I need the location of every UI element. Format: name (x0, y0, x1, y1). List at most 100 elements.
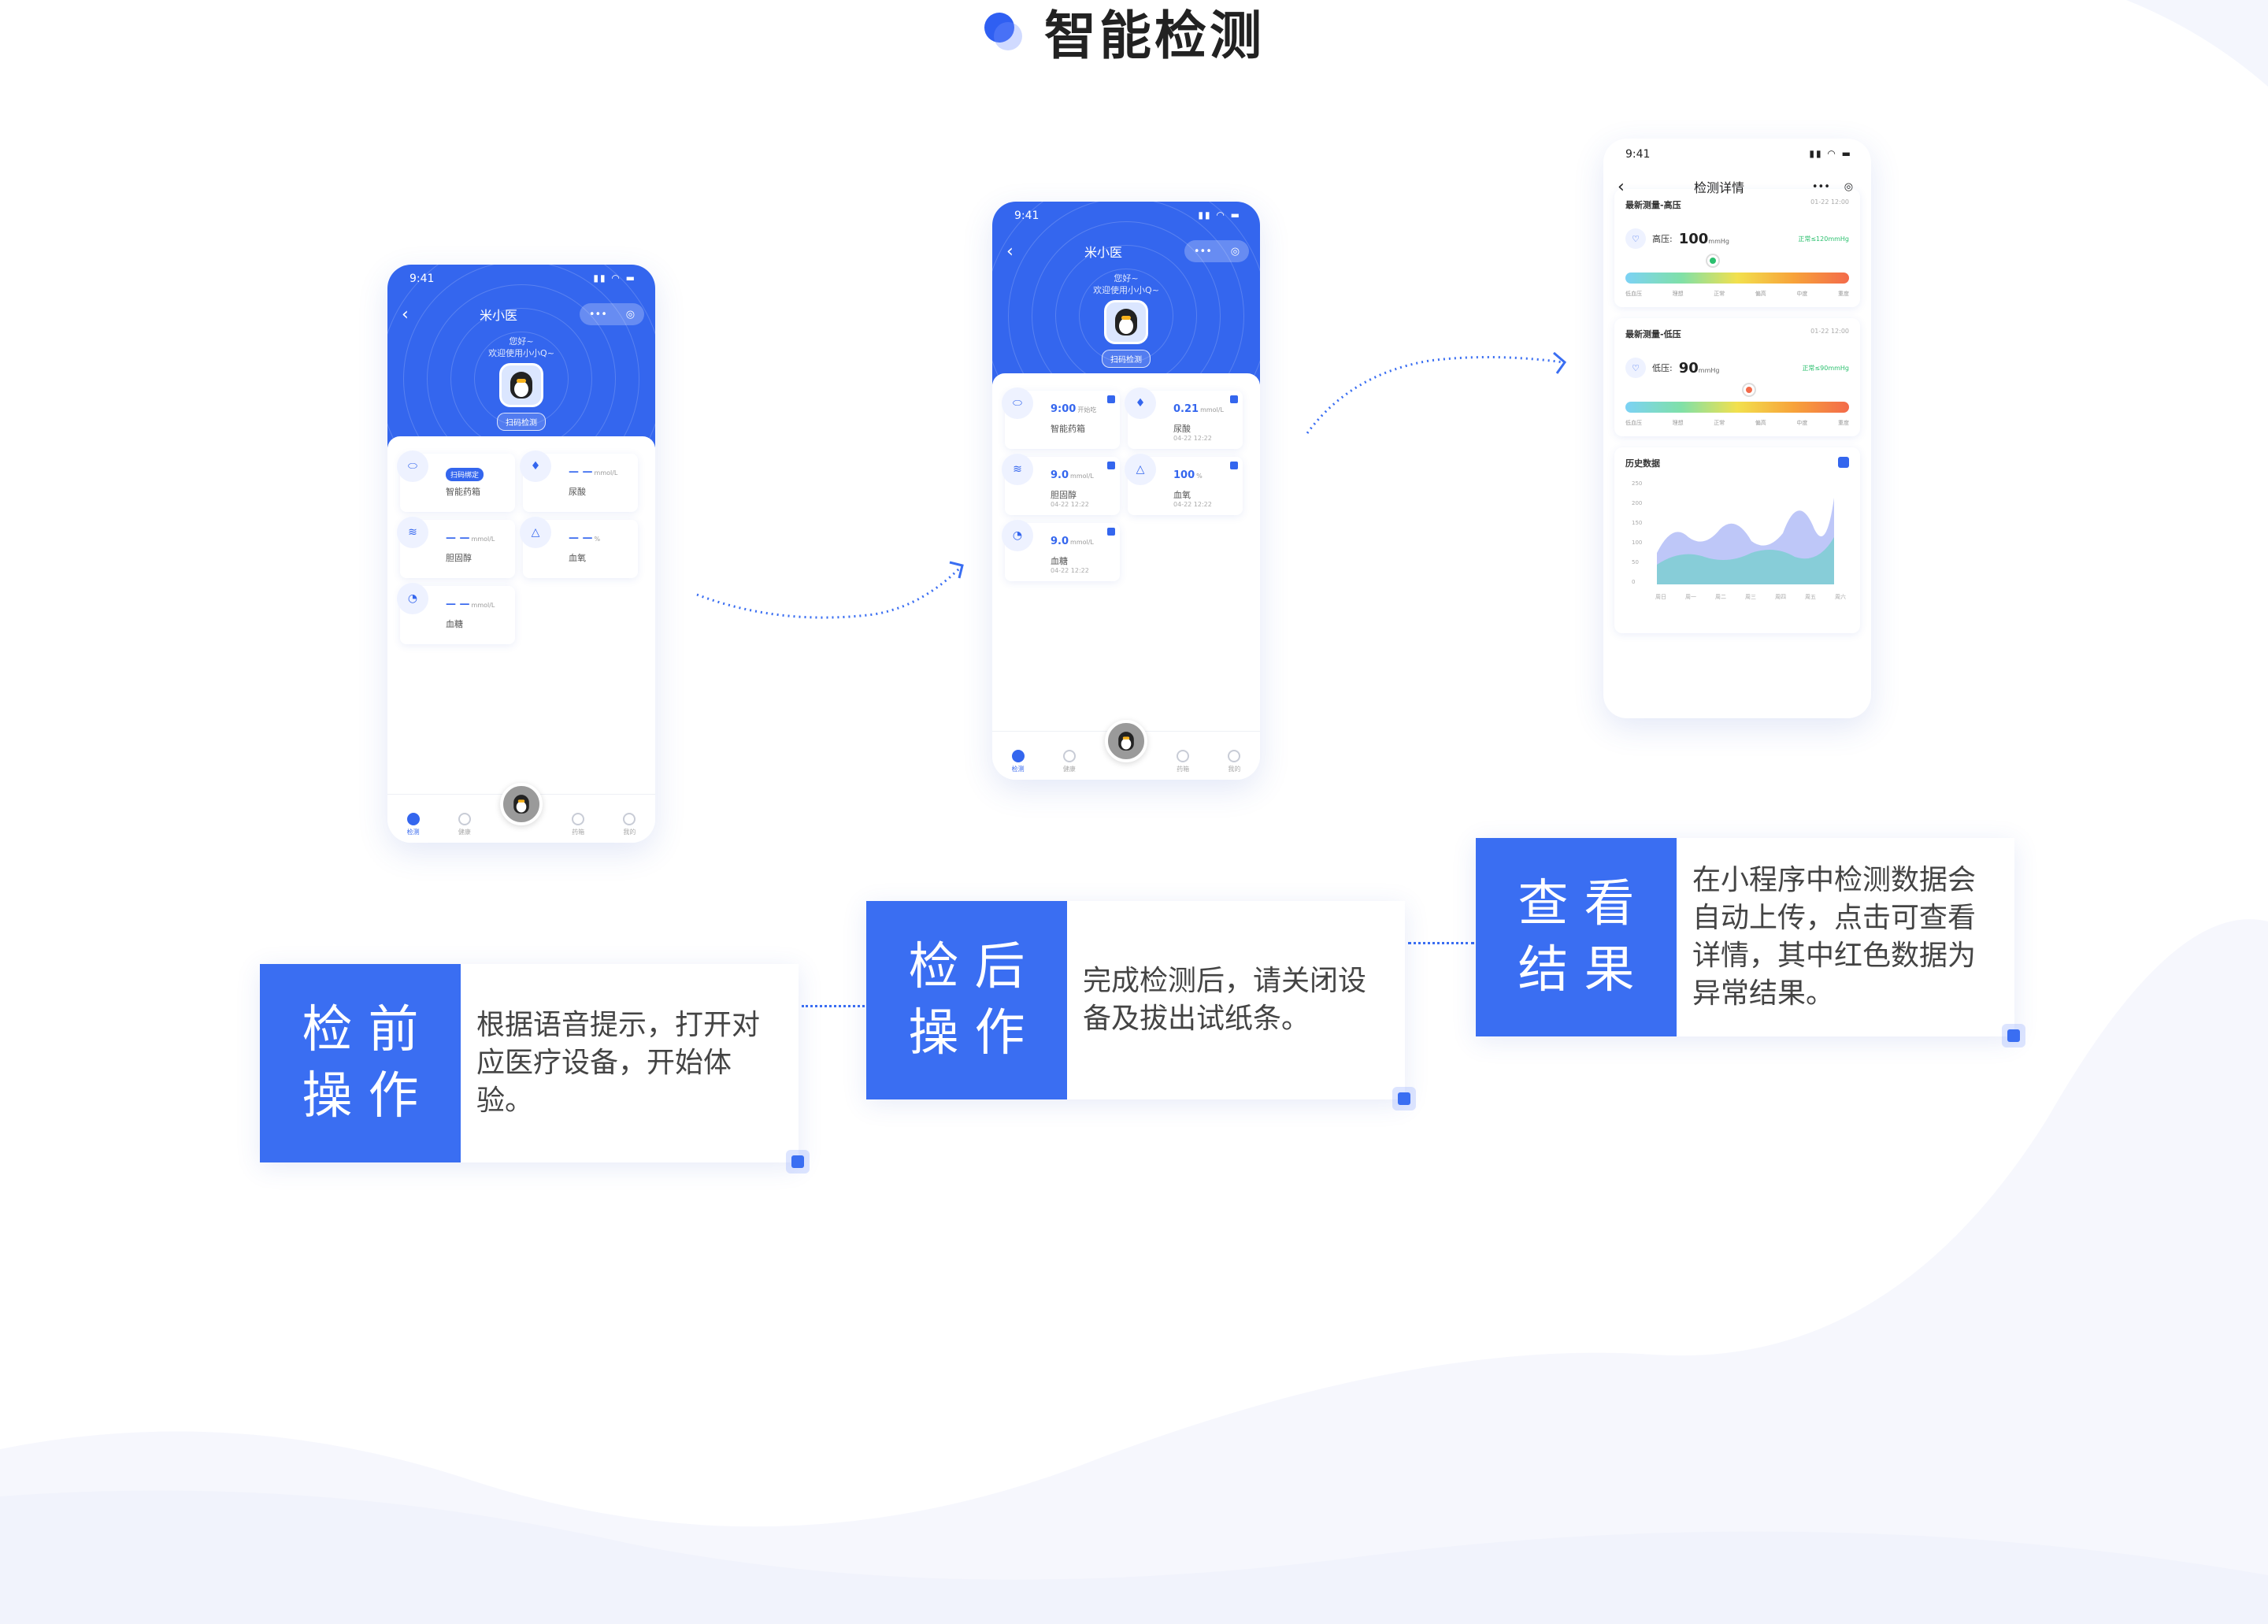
y-tick-label: 0 (1632, 579, 1635, 585)
center-scan-button[interactable] (1104, 720, 1147, 762)
step-before: 检前 操作 根据语音提示，打开对应医疗设备，开始体验。 (260, 964, 810, 1174)
tab-icon (1177, 750, 1190, 762)
back-icon[interactable]: ‹ (1618, 176, 1625, 197)
arrow-icon (696, 561, 964, 619)
tab-item[interactable]: 我的 (613, 813, 645, 836)
pressure-bar (1625, 255, 1849, 284)
x-tick-label: 周二 (1715, 594, 1726, 600)
level-marker (1744, 384, 1755, 395)
y-tick-label: 150 (1632, 520, 1642, 526)
tab-icon (1228, 750, 1241, 762)
tab-icon (406, 813, 420, 825)
center-scan-button[interactable] (499, 783, 543, 825)
y-tick-label: 250 (1632, 480, 1642, 487)
edit-icon[interactable] (1107, 462, 1115, 469)
card-date: 04-22 12:22 (1173, 501, 1212, 508)
card-value: 100% (1173, 469, 1203, 481)
card-name: 尿酸 (569, 487, 586, 497)
x-tick-label: 周四 (1775, 594, 1786, 600)
edit-icon[interactable] (1230, 462, 1238, 469)
phone-home-before: 9:41▮▮ ◠ ▬ ‹ 米小医 •••◎ 您好~ 欢迎使用小小Q~ 扫码检测 … (387, 265, 655, 843)
mini-capsule[interactable]: •••◎ (1805, 176, 1860, 198)
step-desc: 根据语音提示，打开对应医疗设备，开始体验。 (476, 1009, 761, 1117)
tab-icon (1011, 750, 1025, 762)
card-value: — —mmol/L (569, 466, 618, 478)
tab-item[interactable]: 健康 (1054, 750, 1085, 773)
corner-square-icon (2002, 1024, 2025, 1047)
tab-bar: 检测健康 药箱我的 (992, 720, 1260, 780)
tab-item[interactable]: 检测 (1002, 750, 1034, 773)
device-card[interactable]: ♦ — —mmol/L 尿酸 (520, 450, 638, 512)
title-dot-icon (984, 13, 1022, 50)
corner-square-icon (1392, 1087, 1416, 1110)
device-card[interactable]: △— —%血氧 (520, 517, 638, 578)
back-icon[interactable]: ‹ (1006, 241, 1014, 261)
edit-icon[interactable] (1107, 528, 1115, 536)
card-name: 胆固醇 (446, 553, 472, 563)
tab-item[interactable]: 检测 (398, 813, 429, 836)
penguin-icon (510, 372, 532, 399)
card-value: — —% (569, 532, 601, 544)
card-name: 血糖 (1051, 556, 1068, 566)
arrow-icon (1306, 351, 1567, 434)
scale-label: 中度 (1796, 420, 1808, 426)
status-bar: 9:41▮▮ ◠ ▬ (1625, 148, 1852, 161)
drop-icon: ♦ (1125, 387, 1156, 419)
back-icon[interactable]: ‹ (402, 304, 409, 324)
scan-button[interactable]: 扫码检测 (1102, 350, 1151, 368)
tab-item[interactable]: 药箱 (1167, 750, 1199, 773)
x-tick-label: 周六 (1835, 593, 1846, 600)
drop-icon: ♦ (520, 450, 551, 482)
card-name: 尿酸 (1173, 424, 1191, 434)
avatar (499, 363, 543, 407)
pressure-bar (1625, 384, 1849, 413)
step-desc: 在小程序中检测数据会自动上传，点击可查看详情，其中红色数据为异常结果。 (1692, 864, 1977, 1010)
step-label: 检后 操作 (866, 901, 1067, 1099)
scale-label: 理想 (1672, 291, 1684, 297)
section-title-text: 智能检测 (1044, 6, 1265, 66)
device-card[interactable]: ⬭扫码绑定智能药箱 (397, 450, 515, 512)
pill-icon: ⬭ (1002, 387, 1033, 419)
lungs-icon: ≋ (1002, 454, 1033, 485)
card-name: 血氧 (1173, 490, 1191, 500)
scale-labels: 低血压理想正常偏高中度重度 (1625, 419, 1849, 427)
edit-icon[interactable] (1107, 395, 1115, 403)
bind-pill[interactable]: 扫码绑定 (446, 468, 484, 481)
tab-item[interactable]: 药箱 (562, 813, 594, 836)
tab-item[interactable]: 健康 (449, 813, 480, 836)
heart-icon: ♡ (1625, 358, 1646, 378)
nav-title: 米小医 (479, 308, 517, 323)
x-tick-label: 周一 (1685, 594, 1696, 600)
tab-icon (572, 813, 585, 825)
close-target-icon: ◎ (625, 308, 636, 321)
edit-icon[interactable] (1230, 395, 1238, 403)
scale-label: 偏高 (1755, 420, 1766, 426)
corner-square-icon (786, 1150, 810, 1174)
card-value: — —mmol/L (446, 599, 495, 610)
mini-capsule[interactable]: •••◎ (1184, 240, 1249, 262)
scan-button[interactable]: 扫码检测 (497, 413, 546, 431)
more-icon: ••• (1193, 245, 1212, 258)
tab-item[interactable]: 我的 (1218, 750, 1250, 773)
scale-label: 低血压 (1625, 291, 1642, 297)
penguin-icon (513, 795, 529, 814)
mini-capsule[interactable]: •••◎ (579, 303, 644, 325)
pill-icon: ⬭ (397, 450, 428, 482)
lungs-icon: ≋ (397, 517, 428, 548)
card-name: 智能药箱 (1051, 424, 1085, 434)
